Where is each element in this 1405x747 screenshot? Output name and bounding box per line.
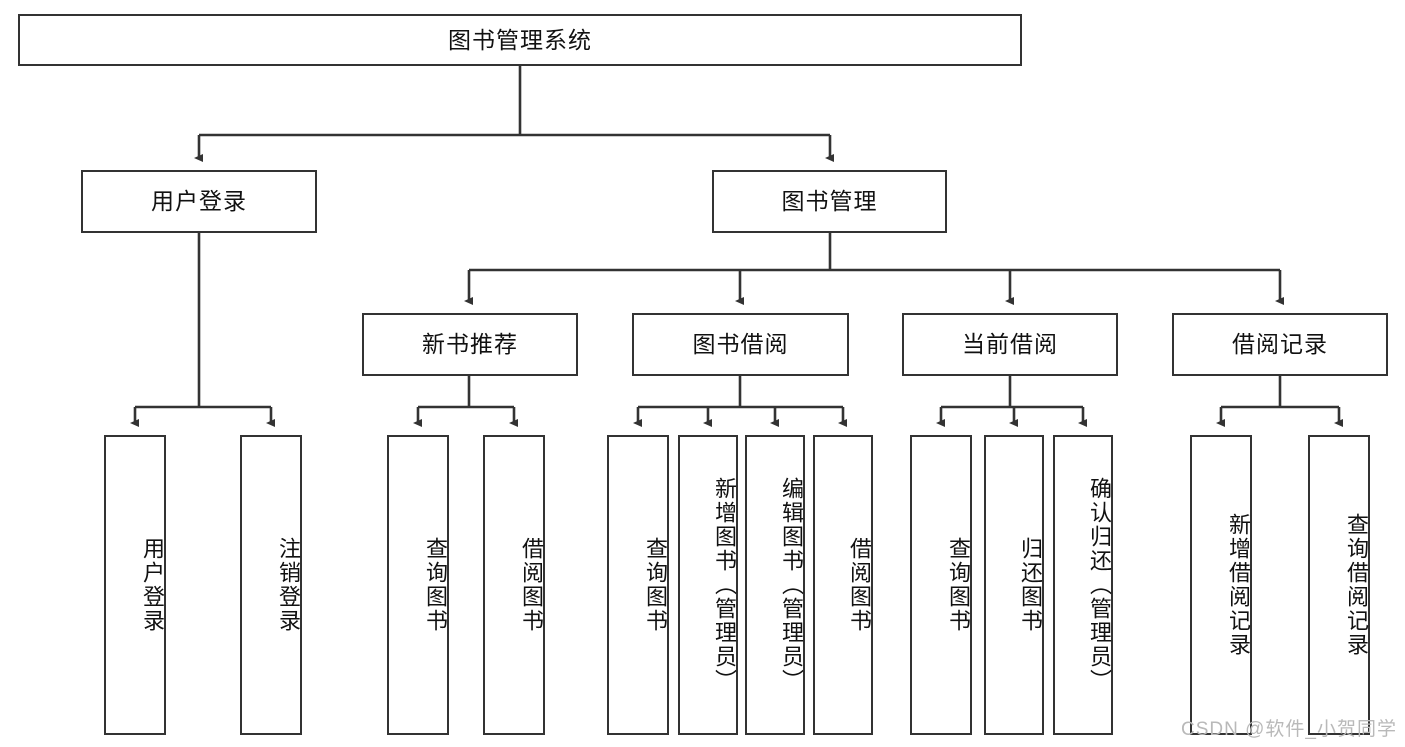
node-label: 编辑图书（管理员） (779, 477, 804, 693)
node-label: 借阅记录 (1232, 331, 1328, 357)
node-label: 图书管理系统 (448, 26, 592, 53)
node-new-book-recommend[interactable]: 新书推荐 (362, 313, 578, 376)
node-label: 查询图书 (946, 537, 971, 633)
node-root[interactable]: 图书管理系统 (18, 14, 1022, 66)
node-label: 用户登录 (140, 537, 165, 633)
node-leaf-edit-book[interactable]: 编辑图书（管理员） (745, 435, 805, 735)
node-label: 注销登录 (276, 537, 301, 633)
node-leaf-add-record[interactable]: 新增借阅记录 (1190, 435, 1252, 735)
node-label: 图书管理 (781, 188, 878, 214)
node-leaf-query-book-1[interactable]: 查询图书 (387, 435, 449, 735)
node-leaf-query-record[interactable]: 查询借阅记录 (1308, 435, 1370, 735)
node-label: 借阅图书 (847, 537, 872, 633)
node-borrow-record[interactable]: 借阅记录 (1172, 313, 1388, 376)
node-leaf-user-login[interactable]: 用户登录 (104, 435, 166, 735)
node-leaf-confirm-return[interactable]: 确认归还（管理员） (1053, 435, 1113, 735)
node-label: 查询图书 (643, 537, 668, 633)
node-label: 借阅图书 (519, 537, 544, 633)
node-label: 用户登录 (151, 188, 247, 214)
node-label: 新增借阅记录 (1226, 513, 1251, 657)
node-leaf-return-book[interactable]: 归还图书 (984, 435, 1044, 735)
node-label: 归还图书 (1018, 537, 1043, 633)
node-leaf-add-book[interactable]: 新增图书（管理员） (678, 435, 738, 735)
node-label: 确认归还（管理员） (1087, 477, 1112, 693)
node-leaf-query-book-2[interactable]: 查询图书 (607, 435, 669, 735)
node-leaf-borrow-book-1[interactable]: 借阅图书 (483, 435, 545, 735)
node-book-manage[interactable]: 图书管理 (712, 170, 947, 233)
node-book-borrow[interactable]: 图书借阅 (632, 313, 849, 376)
node-label: 查询图书 (423, 537, 448, 633)
node-label: 当前借阅 (962, 331, 1058, 357)
node-leaf-query-book-3[interactable]: 查询图书 (910, 435, 972, 735)
node-leaf-logout[interactable]: 注销登录 (240, 435, 302, 735)
node-leaf-borrow-book-2[interactable]: 借阅图书 (813, 435, 873, 735)
node-label: 新书推荐 (422, 331, 518, 357)
node-user-login[interactable]: 用户登录 (81, 170, 317, 233)
node-label: 新增图书（管理员） (712, 477, 737, 693)
node-label: 查询借阅记录 (1344, 513, 1369, 657)
node-label: 图书借阅 (692, 331, 789, 357)
node-current-borrow[interactable]: 当前借阅 (902, 313, 1118, 376)
